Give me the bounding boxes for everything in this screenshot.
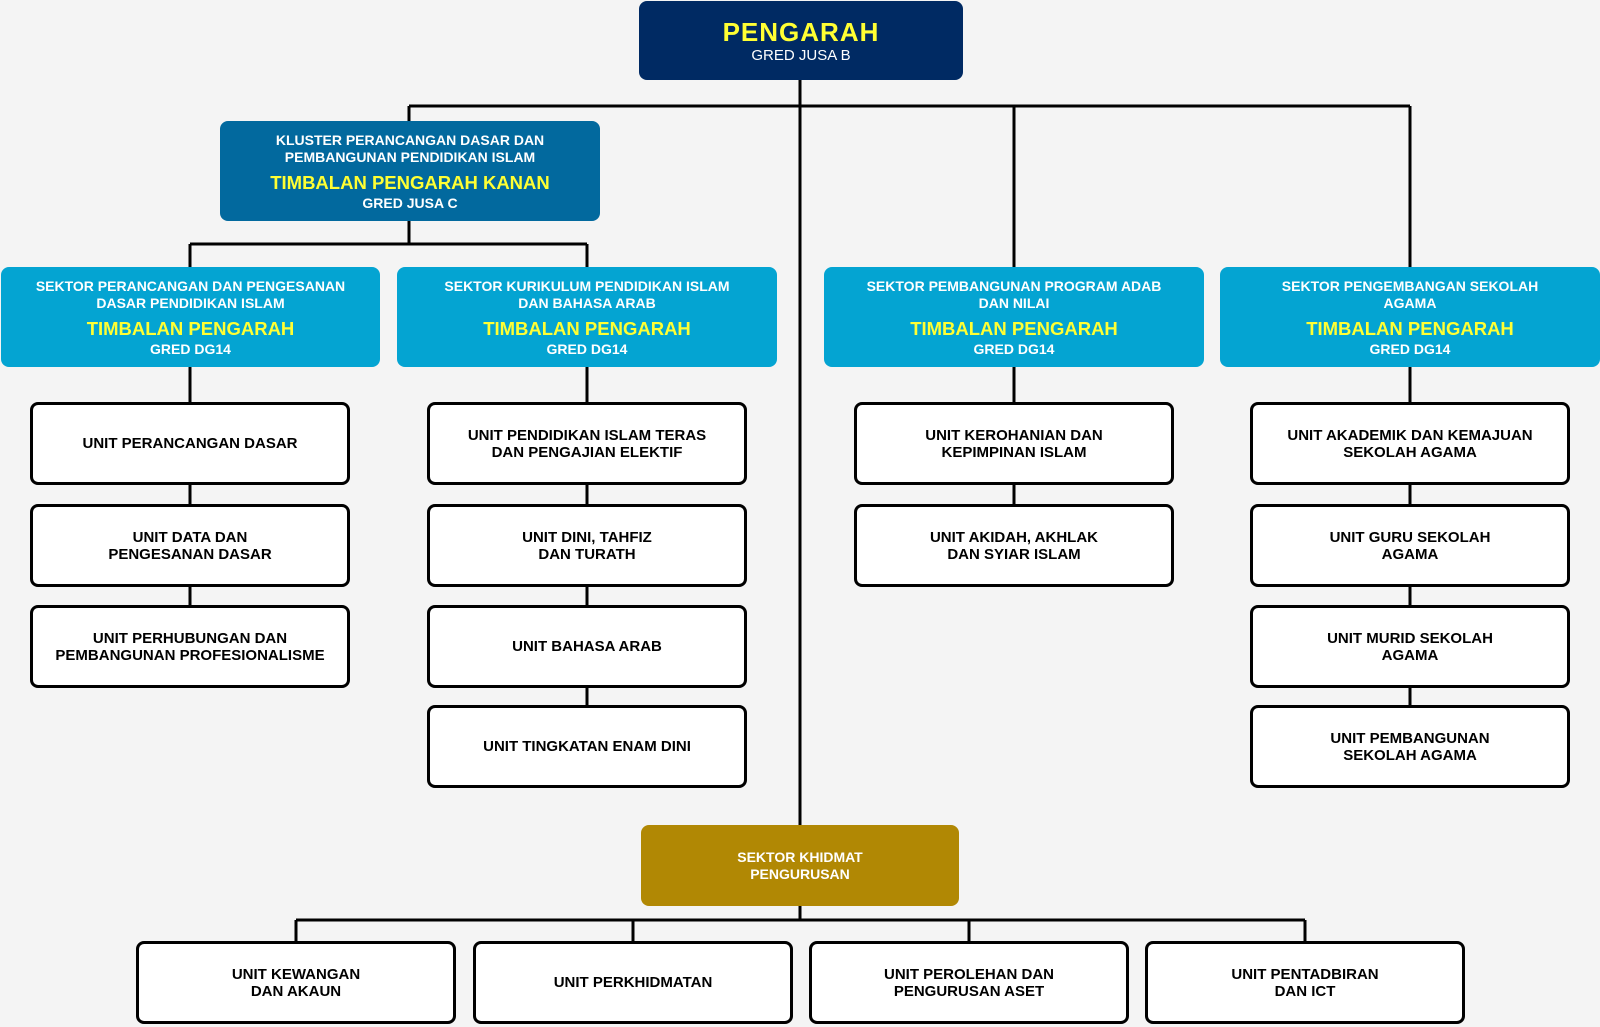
sector-role: TIMBALAN PENGARAH <box>483 317 691 339</box>
sector-name: SEKTOR KURIKULUM PENDIDIKAN ISLAM DAN BA… <box>444 277 730 311</box>
unit-box: UNIT PENTADBIRAN DAN ICT <box>1145 941 1465 1024</box>
cluster-box: KLUSTER PERANCANGAN DASAR DAN PEMBANGUNA… <box>220 121 600 221</box>
unit-box: UNIT MURID SEKOLAH AGAMA <box>1250 605 1570 688</box>
unit-box: UNIT KEWANGAN DAN AKAUN <box>136 941 456 1024</box>
sector-grade: GRED DG14 <box>150 340 231 357</box>
sector-grade: GRED DG14 <box>1369 340 1451 357</box>
unit-box: UNIT PERKHIDMATAN <box>473 941 793 1024</box>
sector-role: TIMBALAN PENGARAH <box>910 317 1118 339</box>
sector-grade: GRED DG14 <box>546 340 628 357</box>
unit-box: UNIT AKADEMIK DAN KEMAJUAN SEKOLAH AGAMA <box>1250 402 1570 485</box>
sector-name: SEKTOR PERANCANGAN DAN PENGESANAN DASAR … <box>35 277 346 311</box>
unit-box: UNIT AKIDAH, AKHLAK DAN SYIAR ISLAM <box>854 504 1174 587</box>
unit-box: UNIT KEROHANIAN DAN KEPIMPINAN ISLAM <box>854 402 1174 485</box>
unit-box: UNIT GURU SEKOLAH AGAMA <box>1250 504 1570 587</box>
unit-box: UNIT BAHASA ARAB <box>427 605 747 688</box>
sector-grade: GRED DG14 <box>973 340 1055 357</box>
unit-box: UNIT PEROLEHAN DAN PENGURUSAN ASET <box>809 941 1129 1024</box>
sector-box: SEKTOR PENGEMBANGAN SEKOLAH AGAMA TIMBAL… <box>1220 267 1600 367</box>
director-grade: GRED JUSA B <box>751 46 851 64</box>
cluster-grade: GRED JUSA C <box>362 194 458 211</box>
unit-box: UNIT PERANCANGAN DASAR <box>30 402 350 485</box>
admin-sector-box: SEKTOR KHIDMAT PENGURUSAN <box>641 825 959 906</box>
cluster-role: TIMBALAN PENGARAH KANAN <box>270 171 550 193</box>
unit-box: UNIT PENDIDIKAN ISLAM TERAS DAN PENGAJIA… <box>427 402 747 485</box>
unit-box: UNIT TINGKATAN ENAM DINI <box>427 705 747 788</box>
unit-box: UNIT PERHUBUNGAN DAN PEMBANGUNAN PROFESI… <box>30 605 350 688</box>
cluster-name: KLUSTER PERANCANGAN DASAR DAN PEMBANGUNA… <box>275 131 545 165</box>
sector-name: SEKTOR PEMBANGUNAN PROGRAM ADAB DAN NILA… <box>866 277 1162 311</box>
admin-sector-name: SEKTOR KHIDMAT PENGURUSAN <box>737 848 863 882</box>
director-title: PENGARAH <box>722 16 880 47</box>
sector-role: TIMBALAN PENGARAH <box>86 317 295 339</box>
director-box: PENGARAH GRED JUSA B <box>639 1 963 80</box>
sector-box: SEKTOR PERANCANGAN DAN PENGESANAN DASAR … <box>1 267 380 367</box>
unit-box: UNIT DINI, TAHFIZ DAN TURATH <box>427 504 747 587</box>
sector-box: SEKTOR KURIKULUM PENDIDIKAN ISLAM DAN BA… <box>397 267 777 367</box>
sector-name: SEKTOR PENGEMBANGAN SEKOLAH AGAMA <box>1281 277 1539 311</box>
sector-box: SEKTOR PEMBANGUNAN PROGRAM ADAB DAN NILA… <box>824 267 1204 367</box>
sector-role: TIMBALAN PENGARAH <box>1306 317 1514 339</box>
unit-box: UNIT DATA DAN PENGESANAN DASAR <box>30 504 350 587</box>
unit-box: UNIT PEMBANGUNAN SEKOLAH AGAMA <box>1250 705 1570 788</box>
